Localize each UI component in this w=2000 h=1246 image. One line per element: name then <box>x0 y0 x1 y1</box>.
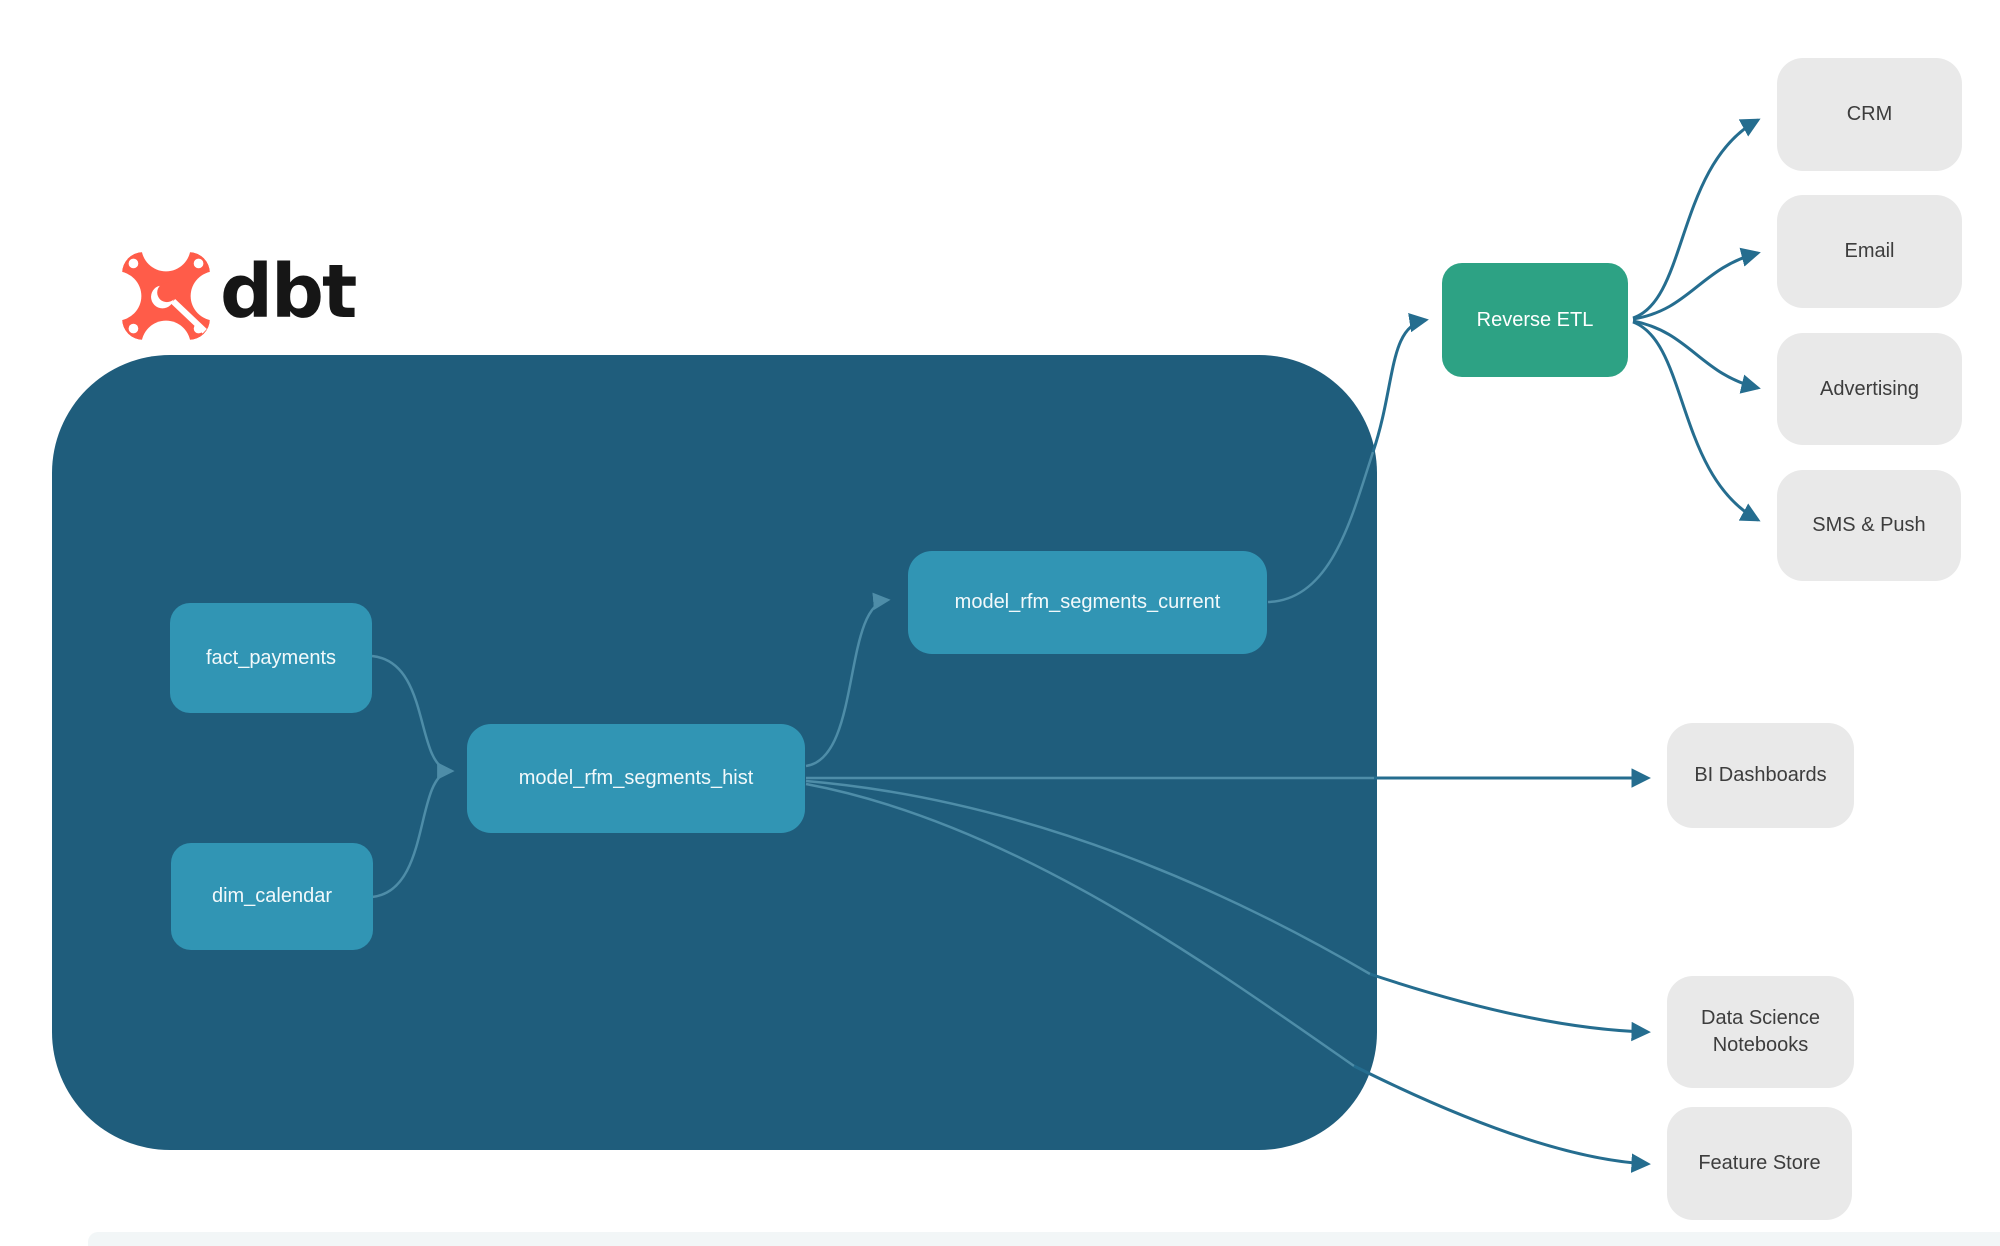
node-sms-push: SMS & Push <box>1777 470 1961 581</box>
edge-reverse-etl-to-crm <box>1632 118 1761 320</box>
node-model-rfm-segments-hist-label: model_rfm_segments_hist <box>518 767 754 789</box>
node-model-rfm-segments-hist: model_rfm_segments_hist <box>467 724 805 833</box>
node-data-science-notebooks: Data Science Notebooks <box>1667 976 1854 1088</box>
node-feature-store: Feature Store <box>1667 1107 1852 1220</box>
node-feature-store-label: Feature Store <box>1698 1152 1821 1174</box>
node-model-rfm-segments-current-label: model_rfm_segments_current <box>954 591 1221 613</box>
node-crm-label: CRM <box>1846 103 1893 125</box>
node-sms-push-label: SMS & Push <box>1812 514 1926 536</box>
node-email-label: Email <box>1844 240 1895 262</box>
node-advertising: Advertising <box>1777 333 1962 445</box>
node-model-rfm-segments-current: model_rfm_segments_current <box>908 551 1267 654</box>
node-bi-dashboards-label: BI Dashboards <box>1694 764 1827 786</box>
edge-reverse-etl-to-sms-push <box>1632 320 1761 522</box>
node-crm: CRM <box>1777 58 1962 171</box>
node-data-science-notebooks-label: Data Science Notebooks <box>1701 1007 1820 1056</box>
dbt-logo: dbt <box>122 249 357 340</box>
node-fact-payments: fact_payments <box>170 603 372 713</box>
node-advertising-label: Advertising <box>1820 377 1919 400</box>
node-email: Email <box>1777 195 1962 308</box>
edge-model-current-to-reverse-etl <box>1371 312 1429 453</box>
edge-model-hist-to-feature-store <box>1353 1064 1651 1173</box>
bottom-edge-strip <box>88 1232 2000 1246</box>
node-dim-calendar-label: dim_calendar <box>211 885 333 907</box>
node-bi-dashboards: BI Dashboards <box>1667 723 1854 828</box>
dbt-logo-icon <box>122 252 210 340</box>
edge-reverse-etl-to-advertising <box>1632 319 1761 394</box>
edge-model-hist-to-data-science-notebooks <box>1369 972 1651 1042</box>
node-reverse-etl: Reverse ETL <box>1442 263 1628 377</box>
node-dim-calendar: dim_calendar <box>171 843 373 950</box>
edge-reverse-etl-to-email <box>1632 247 1761 321</box>
node-fact-payments-label: fact_payments <box>205 646 337 669</box>
dbt-wordmark: dbt <box>220 249 357 335</box>
node-reverse-etl-label: Reverse ETL <box>1476 308 1594 331</box>
